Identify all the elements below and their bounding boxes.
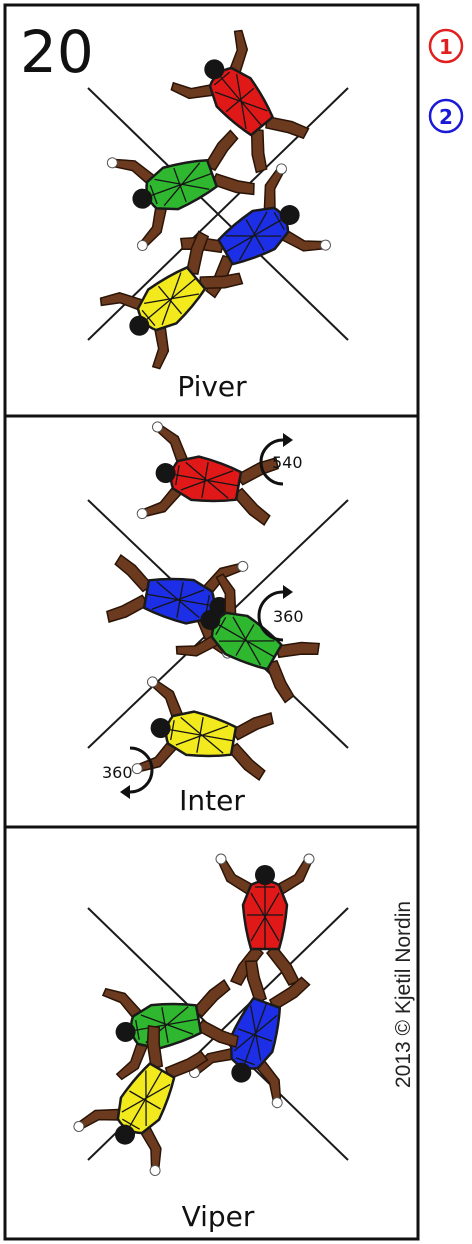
rotation-marker: 360 xyxy=(102,746,154,799)
copyright-credit: 2013 © Kjetil Nordin xyxy=(392,901,415,1088)
formation-name: Viper xyxy=(182,1200,255,1233)
legend-item-1: 1 xyxy=(428,28,464,64)
formation-name: Inter xyxy=(179,784,245,817)
legend-circle xyxy=(428,98,464,134)
rotation-label: 360 xyxy=(102,763,133,782)
legend-label: 2 xyxy=(439,105,453,129)
legend-label: 1 xyxy=(439,35,453,59)
legend-item-2: 2 xyxy=(428,98,464,134)
rotation-label: 540 xyxy=(272,453,303,472)
formation-name: Piver xyxy=(177,370,247,403)
panel-piver: 20 Piver xyxy=(3,3,420,418)
panel-inter: 540 360 360 Inter xyxy=(3,414,420,829)
legend: 1 2 xyxy=(428,28,464,134)
rotation-marker: 360 xyxy=(257,585,304,642)
rotation-label: 360 xyxy=(273,607,304,626)
legend-circle xyxy=(428,28,464,64)
rotation-marker: 540 xyxy=(259,433,303,486)
panel-viper: Viper xyxy=(3,825,420,1241)
formation-number: 20 xyxy=(20,18,94,86)
